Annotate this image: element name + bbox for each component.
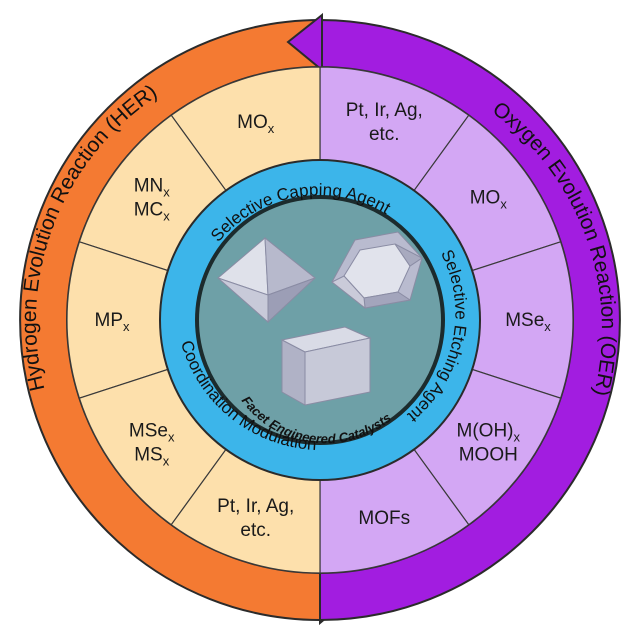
her-sector-label: MNx bbox=[134, 176, 171, 200]
oer-sector-label: M(OH)x bbox=[457, 420, 521, 444]
sector-wheel: Pt, Ir, Ag,etc.MOxMSexM(OH)xMOOHMOFsMOxM… bbox=[66, 66, 574, 574]
her-sector-label: MOx bbox=[237, 112, 275, 136]
her-sector-label: Pt, Ir, Ag, bbox=[217, 496, 294, 517]
her-sector-label: MPx bbox=[95, 310, 131, 334]
oer-sector-label: etc. bbox=[369, 124, 400, 145]
oer-sector-label: MSex bbox=[505, 310, 551, 334]
oer-sector-label: MOx bbox=[470, 188, 508, 212]
her-sector-label: etc. bbox=[240, 520, 271, 541]
oer-sector-label: Pt, Ir, Ag, bbox=[346, 100, 423, 121]
truncated-octahedron-icon bbox=[331, 231, 423, 310]
her-sector-label: MCx bbox=[134, 200, 171, 224]
octahedron-icon bbox=[217, 236, 317, 324]
cube-icon bbox=[280, 326, 372, 406]
her-sector-label: MSex bbox=[129, 420, 175, 444]
oer-sector-label: MOOH bbox=[459, 444, 518, 465]
her-sector-label: MSx bbox=[134, 444, 170, 468]
oer-sector-label: MOFs bbox=[358, 508, 410, 529]
oer-ring-arrowhead bbox=[286, 12, 323, 73]
